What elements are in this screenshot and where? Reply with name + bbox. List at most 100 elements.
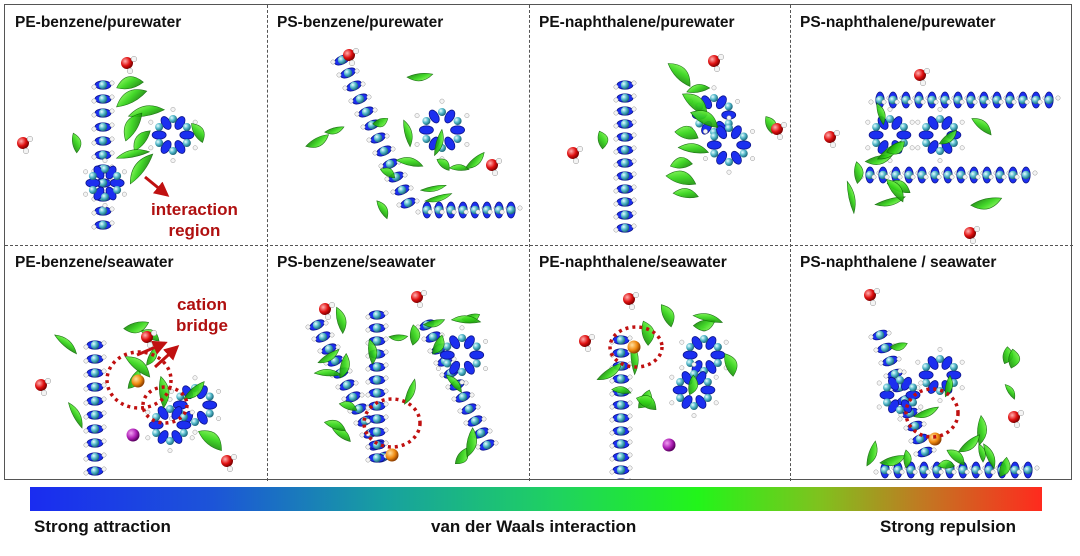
carbon-atom [318, 332, 328, 342]
carbon-atom [372, 336, 382, 346]
hydrogen-atom [336, 72, 342, 78]
hydrogen-atom [365, 366, 371, 372]
hydrogen-atom [669, 374, 675, 380]
hydrogen-atom [949, 174, 955, 180]
carbon-atom [890, 369, 900, 379]
hydrogen-atom [691, 361, 697, 367]
vdw-isosurface [854, 161, 864, 184]
oxygen-atom [35, 379, 47, 391]
colorbar-center-label: van der Waals interaction [431, 517, 637, 536]
oxygen-atom [17, 137, 29, 149]
hydrogen-atom [445, 384, 451, 390]
carbon-atom [379, 146, 389, 156]
vdw-isosurface [183, 381, 205, 400]
vdw-isosurface [879, 455, 907, 467]
vdw-isosurface [690, 110, 719, 128]
hydrogen-atom [903, 425, 909, 431]
hydrogen-atom [226, 465, 234, 473]
carbon-atom [896, 406, 904, 414]
vdw-isosurface [323, 419, 346, 431]
hydrogen-atom [414, 113, 420, 119]
hydrogen-atom [627, 335, 633, 341]
hydrogen-atom [959, 385, 965, 391]
hydrogen-atom [383, 310, 389, 316]
hydrogen-atom [420, 289, 428, 297]
hydrogen-atom [365, 392, 371, 398]
vdw-isosurface [424, 193, 453, 203]
hydrogen-atom [776, 133, 784, 141]
hydrogen-atom [359, 392, 365, 398]
hydrogen-atom [463, 209, 469, 215]
hydrogen-atom [931, 447, 937, 453]
hydrogen-atom [713, 400, 719, 406]
hydrogen-atom [487, 209, 493, 215]
carbon-atom [372, 453, 382, 463]
carbon-atom [713, 359, 722, 367]
hydrogen-atom [109, 94, 115, 100]
carbon-atom [98, 80, 108, 90]
hydrogen-atom [101, 466, 107, 472]
hydrogen-atom [475, 444, 481, 450]
hydrogen-atom [495, 157, 503, 165]
hydrogen-atom [868, 99, 874, 105]
hydrogen-atom [383, 349, 389, 355]
carbon-atom [98, 136, 108, 146]
oxygen-atom [708, 55, 720, 67]
hydrogen-atom [1014, 174, 1020, 180]
hydrogen-atom [735, 98, 741, 104]
carbon-atom [936, 355, 944, 363]
hydrogen-atom [881, 99, 887, 105]
hydrogen-atom [679, 339, 685, 345]
hydrogen-atom [365, 444, 371, 450]
hydrogen-atom [83, 358, 89, 364]
hydrogen-atom [609, 378, 615, 384]
hydrogen-atom [627, 465, 633, 471]
carbon-atom [443, 342, 452, 351]
hydrogen-atom [335, 384, 341, 390]
molecule-structure-image [864, 287, 1040, 479]
oxygen-atom [486, 159, 498, 171]
carbon-atom [169, 147, 177, 155]
carbon-atom [922, 379, 931, 387]
panel-title: PS-benzene/seawater [277, 254, 436, 271]
vdw-isosurface [129, 153, 154, 185]
carbon-atom [98, 220, 108, 230]
oxygen-atom [1008, 411, 1020, 423]
cation-bridge-arrow [153, 344, 180, 369]
bond-isosurface [716, 125, 728, 140]
hydrogen-atom [83, 372, 89, 378]
carbon-atom [620, 184, 630, 194]
oxygen-atom [964, 227, 976, 239]
hydrogen-atom [451, 396, 457, 402]
vdw-isosurface [903, 449, 912, 469]
carbon-atom [443, 359, 452, 368]
hydrogen-atom [167, 448, 173, 454]
hydrogen-atom [627, 413, 633, 419]
hydrogen-atom [390, 189, 396, 195]
vdw-isosurface [54, 334, 78, 355]
hydrogen-atom [959, 359, 965, 365]
sodium-ion [385, 448, 399, 462]
chloride-ion [126, 428, 140, 442]
hydrogen-atom [959, 145, 965, 151]
hydrogen-atom [83, 456, 89, 462]
hydrogen-atom [130, 55, 138, 63]
vdw-isosurface [686, 84, 711, 93]
vdw-isosurface [874, 196, 906, 207]
carbon-atom [464, 404, 474, 414]
hydrogen-atom [876, 404, 882, 410]
hydrogen-atom [923, 174, 929, 180]
carbon-atom [482, 440, 492, 450]
hydrogen-atom [918, 380, 924, 386]
panel-title: PS-naphthalene / seawater [800, 254, 997, 271]
carbon-atom [616, 439, 626, 449]
hydrogen-atom [937, 106, 943, 112]
bond-isosurface [715, 95, 727, 110]
vdw-isosurface [436, 158, 450, 171]
hydrogen-atom [101, 410, 107, 416]
vdw-isosurface [317, 349, 340, 364]
bond-isosurface [428, 109, 440, 124]
panel-divider [267, 5, 268, 481]
hydrogen-atom [372, 107, 378, 113]
molecule-structure-image [17, 55, 205, 230]
